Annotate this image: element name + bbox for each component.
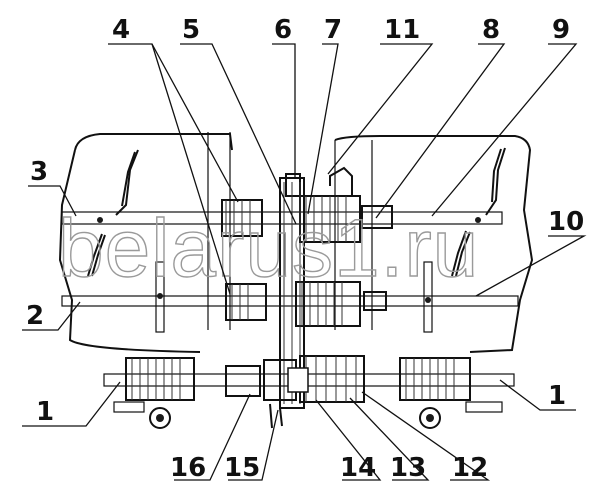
watermark-text: belarus1.ru — [58, 203, 479, 294]
callout-4: 4 — [112, 15, 130, 45]
callout-11: 11 — [384, 15, 420, 45]
frame-outline — [58, 132, 534, 353]
callout-1-left: 1 — [36, 397, 54, 427]
callout-15: 15 — [224, 453, 260, 483]
callout-16: 16 — [170, 453, 206, 483]
callout-13: 13 — [390, 453, 426, 483]
callout-1-right: 1 — [548, 381, 566, 411]
callout-14: 14 — [340, 453, 376, 483]
control-levers — [87, 147, 506, 277]
leader-lines — [22, 43, 587, 481]
callout-7: 7 — [324, 15, 342, 45]
lower-shaft — [61, 261, 519, 333]
callout-10: 10 — [548, 207, 584, 237]
callout-9: 9 — [552, 15, 570, 45]
callouts: 4 5 6 7 11 8 9 3 10 2 1 1 16 15 14 13 12 — [26, 15, 584, 483]
callout-5: 5 — [182, 15, 200, 45]
callout-8: 8 — [482, 15, 500, 45]
callout-6: 6 — [274, 15, 292, 45]
drive-shaft — [103, 355, 515, 429]
callout-2: 2 — [26, 301, 44, 331]
callout-3: 3 — [30, 157, 48, 187]
callout-12: 12 — [452, 453, 488, 483]
